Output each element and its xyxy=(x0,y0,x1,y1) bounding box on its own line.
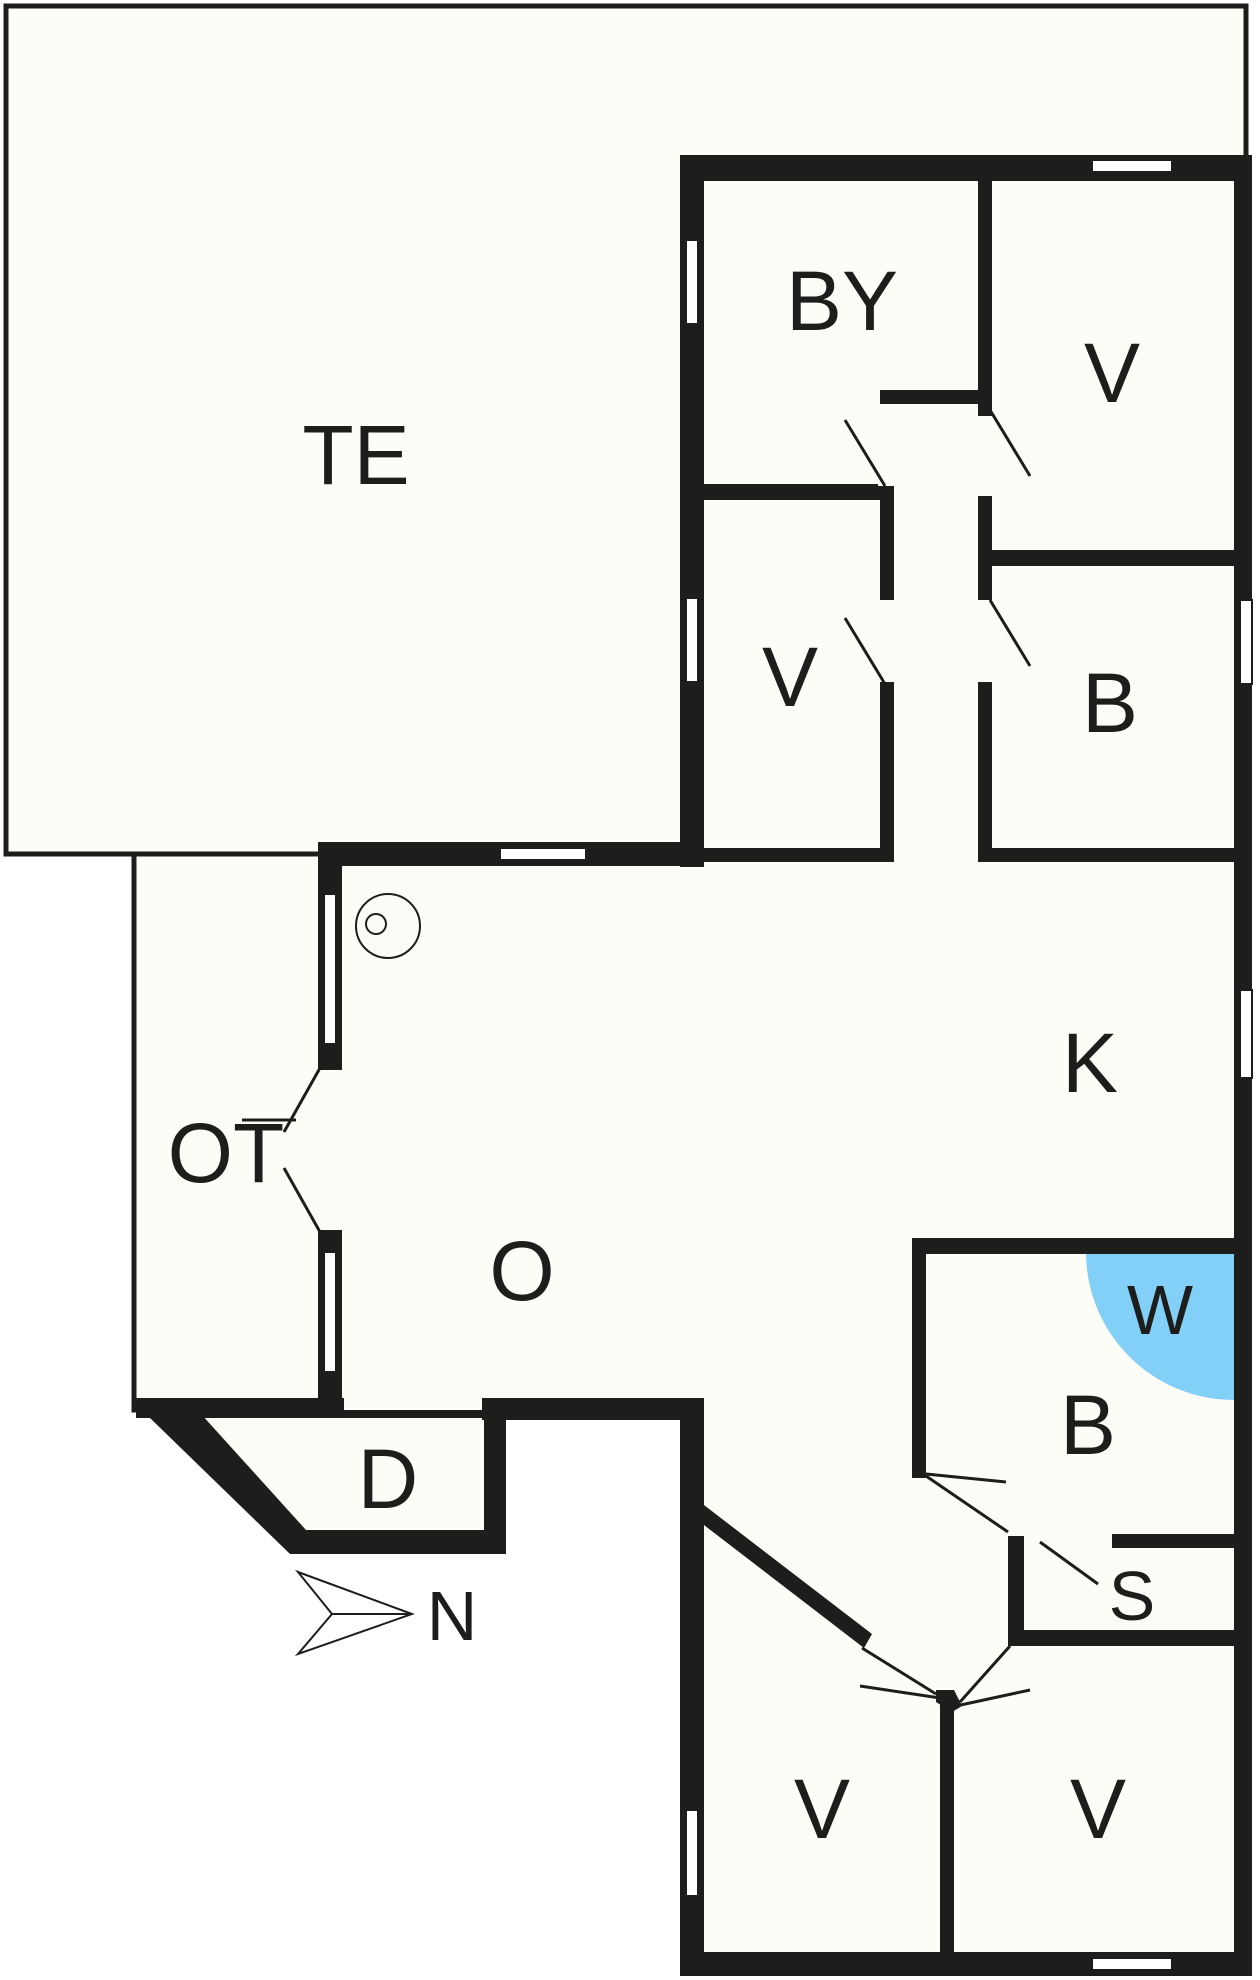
washer-icon xyxy=(1086,1254,1234,1400)
wall-small-room-bottom xyxy=(1008,1630,1252,1646)
room-label-bedroom-top-right: V xyxy=(1084,326,1140,420)
room-label-bathroom-top: B xyxy=(1082,656,1138,750)
wall-bedrooms-divider xyxy=(940,1700,954,1976)
window xyxy=(1239,599,1253,685)
door-swing xyxy=(925,1474,1009,1534)
covered-terrace-area xyxy=(131,851,347,1413)
door-swing xyxy=(988,409,1032,477)
wall-bath-lower-left xyxy=(912,1238,926,1478)
door-opening xyxy=(976,600,994,682)
door-swing xyxy=(1039,1540,1099,1586)
door-opening xyxy=(316,1070,344,1230)
wall-storage-right xyxy=(484,1398,506,1554)
wall-living-bottom-right xyxy=(482,1398,704,1420)
room-label-bedroom-bottom-left: V xyxy=(794,1762,850,1856)
wall-utility-right xyxy=(978,175,992,395)
north-arrow-icon xyxy=(294,1569,415,1657)
room-label-utility: BY xyxy=(786,254,898,348)
wall-bath-top-bottom xyxy=(978,848,1250,862)
room-label-bedroom-mid-left: V xyxy=(762,630,818,724)
room-label-terrace: TE xyxy=(302,408,409,502)
door-swing xyxy=(955,1688,1031,1708)
door-opening xyxy=(1030,1534,1112,1550)
wall-corridor-top xyxy=(880,390,992,404)
door-swing xyxy=(861,1646,937,1696)
door-swing xyxy=(988,599,1032,667)
wall-small-room-top xyxy=(1110,1534,1252,1548)
door-opening xyxy=(878,406,896,486)
door-swing xyxy=(958,1645,1012,1703)
room-label-kitchen: K xyxy=(1062,1016,1118,1110)
window xyxy=(685,597,699,683)
window xyxy=(685,239,699,325)
window xyxy=(1091,159,1173,173)
wall-bath-top-divider xyxy=(978,550,1250,566)
room-label-bedroom-bottom-right: V xyxy=(1070,1762,1126,1856)
room-label-bathroom-lower: B xyxy=(1060,1378,1116,1472)
room-label-living: O xyxy=(489,1224,554,1318)
room-label-small-room: S xyxy=(1109,1557,1156,1635)
wall-bedroom-mid-bottom xyxy=(700,848,894,862)
window xyxy=(685,1809,699,1897)
window xyxy=(1239,989,1253,1079)
window xyxy=(323,1251,337,1373)
door-swing xyxy=(282,1167,322,1233)
stove-icon xyxy=(355,893,421,959)
window xyxy=(323,893,337,1045)
room-label-storage: D xyxy=(358,1432,419,1526)
door-post xyxy=(936,1690,962,1712)
north-label: N xyxy=(427,1577,478,1655)
wall-bedroom-diagonal xyxy=(700,1502,872,1648)
door-swing xyxy=(859,1684,941,1700)
door-swing xyxy=(843,419,887,487)
door-opening xyxy=(976,416,994,496)
room-label-washer: W xyxy=(1127,1271,1193,1349)
window xyxy=(1091,1957,1173,1971)
window xyxy=(499,847,587,861)
stove-icon-inner xyxy=(365,913,387,935)
wall-bath-lower-top xyxy=(912,1238,1252,1254)
door-opening xyxy=(878,600,896,682)
house-floor xyxy=(150,160,1248,1970)
wall-storage-bottom xyxy=(298,1530,506,1554)
room-label-covered-terrace: OT xyxy=(168,1106,285,1200)
wall-utility-bottom xyxy=(700,484,890,500)
wall-storage-diagonal xyxy=(150,1404,306,1554)
wall-storage-top xyxy=(192,1410,488,1418)
door-swing xyxy=(925,1472,1007,1484)
wall-small-room-left xyxy=(1008,1536,1024,1646)
door-swing xyxy=(843,617,887,685)
